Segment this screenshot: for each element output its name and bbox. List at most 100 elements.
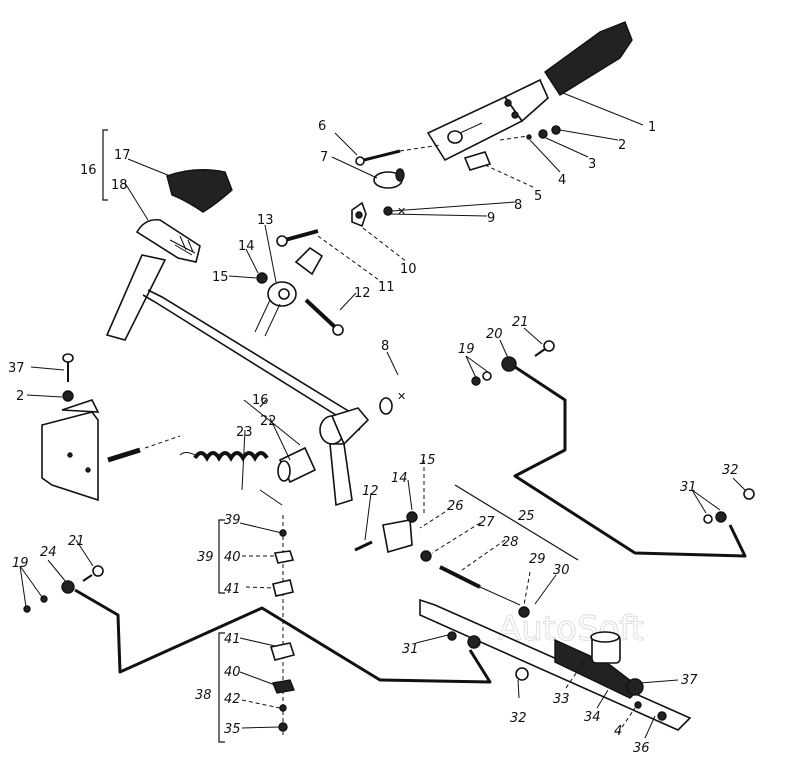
- roller-7: [373, 168, 405, 189]
- svg-text:✕: ✕: [397, 205, 406, 218]
- bracket-16: [102, 129, 108, 201]
- callout-26: 26: [447, 499, 464, 514]
- pin-4: [526, 134, 532, 140]
- washer-19d: [23, 605, 31, 613]
- ratchet-plate-10: [351, 201, 367, 228]
- bushing-22: [277, 446, 317, 484]
- callout-38: 38: [195, 688, 212, 703]
- callout-29: 29: [529, 552, 546, 567]
- callout-1: 1: [648, 120, 656, 135]
- callout-37: 37: [8, 361, 25, 376]
- callout-8: 8: [514, 198, 522, 213]
- banjo-bolt-21b: [82, 565, 104, 582]
- bracket-16b: [259, 399, 267, 408]
- callout-4b: 4: [614, 724, 622, 739]
- master-cylinder-33: [419, 598, 692, 731]
- washer-31a: [715, 511, 727, 523]
- pin-6: [355, 144, 441, 166]
- callout-40: 40: [224, 550, 241, 565]
- fitting-24: [61, 580, 75, 594]
- callout-21: 21: [512, 315, 529, 330]
- hand-brake-lever: [426, 21, 633, 171]
- callout-2b: 2: [16, 389, 24, 404]
- washer-4b: [634, 701, 642, 709]
- brake-pedal-18: [105, 218, 370, 507]
- pedal-pad-17: [166, 169, 233, 213]
- clevis: [354, 511, 418, 554]
- callout-6: 6: [318, 119, 326, 134]
- bolt-36: [657, 711, 667, 721]
- callout-32b: 32: [510, 711, 527, 726]
- callout-33: 33: [553, 692, 570, 707]
- callout-22: 22: [260, 414, 277, 429]
- return-spring-23: [179, 451, 283, 506]
- callout-35: 35: [224, 722, 241, 737]
- callout-labels: 1 2 3 4 5 6 7 8 9 10 11 12 13 14 15 16 1…: [8, 119, 739, 756]
- bolt-37: [62, 353, 74, 382]
- washer-2: [551, 125, 561, 135]
- callout-16: 16: [80, 163, 97, 178]
- callout-19: 19: [458, 342, 475, 357]
- callout-30: 30: [553, 563, 570, 578]
- callout-12: 12: [354, 286, 371, 301]
- callout-19b: 19: [12, 556, 29, 571]
- svg-text:✕: ✕: [397, 390, 406, 403]
- callout-39-group: 39: [197, 550, 214, 565]
- callout-8b: 8: [381, 339, 389, 354]
- washer-3: [538, 129, 548, 139]
- callout-14: 14: [238, 239, 255, 254]
- callout-18: 18: [111, 178, 128, 193]
- pedal-pivot-bracket: [254, 229, 344, 337]
- pedal-mount-bracket: [41, 399, 181, 502]
- callout-16b: 16: [252, 393, 269, 408]
- callout-41: 41: [224, 582, 241, 597]
- callout-32: 32: [722, 463, 739, 478]
- nut-29: [518, 606, 530, 618]
- callout-31: 31: [680, 480, 697, 495]
- callout-5: 5: [534, 189, 542, 204]
- callout-37b: 37: [681, 673, 698, 688]
- callout-31b: 31: [402, 642, 419, 657]
- callout-39: 39: [224, 513, 241, 528]
- pushrod-28: [439, 565, 521, 606]
- bracket-39: [218, 519, 225, 594]
- nut-27: [420, 550, 432, 562]
- washer-19b: [471, 376, 481, 386]
- callout-3: 3: [588, 157, 596, 172]
- callout-21b: 21: [68, 534, 85, 549]
- washer-19c: [40, 595, 48, 603]
- bolt-32a: [743, 488, 755, 500]
- callout-27: 27: [478, 515, 495, 530]
- callout-2: 2: [618, 138, 626, 153]
- callout-13: 13: [257, 213, 274, 228]
- banjo-bolt-21: [534, 340, 555, 357]
- leader-lines: [19, 92, 746, 739]
- callout-10: 10: [400, 262, 417, 277]
- callout-40b: 40: [224, 665, 241, 680]
- callout-17: 17: [114, 148, 131, 163]
- callout-11: 11: [378, 280, 395, 295]
- callout-42: 42: [224, 692, 241, 707]
- callout-41b: 41: [224, 632, 241, 647]
- callout-20: 20: [486, 327, 503, 342]
- callout-4: 4: [558, 173, 566, 188]
- brake-pipe-lower: [74, 588, 492, 684]
- washer-31b: [703, 514, 713, 524]
- washer-8: [379, 397, 393, 415]
- callout-12b: 12: [362, 484, 379, 499]
- callout-24: 24: [40, 545, 57, 560]
- callout-14b: 14: [391, 471, 408, 486]
- bracket-38: [218, 632, 225, 743]
- callout-28: 28: [502, 535, 519, 550]
- brake-pipe-upper: [511, 363, 747, 558]
- bolt-32b: [515, 667, 529, 681]
- nut-2: [62, 390, 74, 402]
- callout-25: 25: [518, 509, 535, 524]
- callout-34: 34: [584, 710, 601, 725]
- washer-19a: [482, 371, 492, 381]
- callout-15b: 15: [419, 453, 436, 468]
- callout-23: 23: [236, 425, 253, 440]
- callout-15: 15: [212, 270, 229, 285]
- callout-9: 9: [487, 211, 495, 226]
